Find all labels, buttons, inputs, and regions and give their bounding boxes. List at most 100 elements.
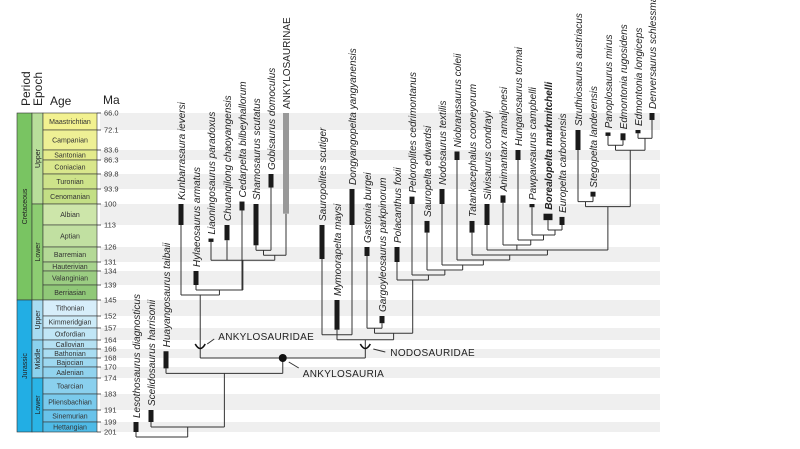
taxon-label: Peloroplites cedrimontanus xyxy=(408,72,419,193)
period-label: Jurassic xyxy=(22,353,29,379)
taxon-label: Panoplosaurus mirus xyxy=(604,34,615,128)
range-bar xyxy=(439,189,445,204)
ma-header: Ma xyxy=(103,93,120,107)
range-bar xyxy=(529,204,535,208)
age-label: Valanginian xyxy=(52,276,88,283)
age-label: Berriasian xyxy=(54,290,86,297)
taxon-label: Huayangosaurus taibaii xyxy=(162,242,173,347)
tick-label: 139 xyxy=(104,281,117,290)
tick-label: 201 xyxy=(104,428,117,437)
range-bar xyxy=(334,300,340,330)
tick-label: 152 xyxy=(104,312,117,321)
tick-label: 113 xyxy=(104,221,116,230)
range-bar xyxy=(319,225,325,259)
stem-arc-icon xyxy=(194,343,206,350)
taxon-label: Edmontonia longiceps xyxy=(634,28,645,126)
range-bar xyxy=(500,195,506,203)
age-label: Sinemurian xyxy=(52,414,88,421)
range-bar xyxy=(349,189,355,225)
taxon-label: Dongyangopelta yangyanensis xyxy=(348,48,359,185)
age-label: Oxfordian xyxy=(55,332,85,339)
taxon-label: Stegopelta landerensis xyxy=(589,86,600,188)
time-band xyxy=(100,174,660,189)
time-band xyxy=(100,349,660,358)
tick-label: 93.9 xyxy=(104,185,119,194)
tick-label: 170 xyxy=(104,363,117,372)
range-bar xyxy=(590,191,596,197)
range-bar xyxy=(379,316,385,324)
taxon-label: Hungarosaurus tormai xyxy=(514,46,525,146)
taxon-label: Gobisaurus domoculus xyxy=(267,68,278,170)
time-band xyxy=(100,300,660,316)
age-label: Toarcian xyxy=(57,384,84,391)
time-band xyxy=(100,367,660,378)
age-label: Santonian xyxy=(54,153,86,160)
tick-label: 164 xyxy=(104,336,117,345)
taxon-label: Struthiosaurus austriacus xyxy=(574,13,585,126)
range-bar xyxy=(424,220,430,233)
range-bar xyxy=(364,247,370,256)
taxon-label: Pawpawsaurus campbelli xyxy=(528,86,539,200)
age-header: Age xyxy=(50,94,72,108)
time-band xyxy=(100,247,660,262)
tick-label: 66.0 xyxy=(104,109,119,118)
age-cell xyxy=(42,421,98,433)
range-bar xyxy=(253,204,259,246)
tick-label: 83.6 xyxy=(104,146,119,155)
taxon-label: Cedarpelta bilbeyhallorum xyxy=(238,81,249,197)
taxon-label: Chuanqilong chaoyangensis xyxy=(223,95,234,221)
taxon-label: Silvisaurus condrayi xyxy=(483,110,494,200)
age-label: Bathonian xyxy=(54,351,86,358)
taxon-label: Hylaeosaurus armatus xyxy=(192,167,203,267)
taxon-label: Europelta carbonensis xyxy=(558,113,569,213)
taxon-label: Scelidosaurus harrisonii xyxy=(147,299,158,406)
epoch-label: Lower xyxy=(35,242,42,262)
taxon-label: ANKYLOSAURINAE xyxy=(282,17,293,109)
time-band xyxy=(100,328,660,340)
range-bar xyxy=(239,201,245,211)
time-band xyxy=(100,271,660,285)
tick-label: 174 xyxy=(104,374,117,383)
age-label: Bajocian xyxy=(57,360,84,367)
age-label: Cenomanian xyxy=(50,194,90,201)
range-bar xyxy=(283,113,289,214)
tick-label: 191 xyxy=(104,406,117,415)
range-bar xyxy=(515,150,521,160)
leader-line xyxy=(373,348,386,353)
range-bar xyxy=(543,213,553,221)
tick-label: 100 xyxy=(104,200,117,209)
taxon-label: Gargoyleosaurus parkpinorum xyxy=(378,177,389,312)
range-bar xyxy=(605,132,611,136)
time-band xyxy=(100,422,660,432)
time-band xyxy=(100,150,660,160)
tick-label: 166 xyxy=(104,345,117,354)
range-bar xyxy=(409,196,415,204)
epoch-label: Upper xyxy=(35,148,42,168)
clade-label: ANKYLOSAURIDAE xyxy=(218,332,314,343)
range-bar xyxy=(394,247,400,262)
taxon-label: Animantarx ramaljonesi xyxy=(499,86,510,192)
tick-label: 126 xyxy=(104,243,117,252)
taxon-label: Borealopelta markmitchelli xyxy=(544,82,555,210)
age-label: Albian xyxy=(60,212,80,219)
epoch-header: Epoch xyxy=(31,72,45,106)
age-label: Barremian xyxy=(54,252,86,259)
range-bar xyxy=(193,271,199,285)
tick-label: 86.3 xyxy=(104,156,119,165)
tick-label: 168 xyxy=(104,354,117,363)
age-label: Aalenian xyxy=(56,370,83,377)
range-bar xyxy=(133,422,139,432)
age-label: Coniacian xyxy=(54,165,85,172)
tick-label: 134 xyxy=(104,267,117,276)
range-bar xyxy=(635,130,641,134)
age-label: Tithonian xyxy=(56,306,85,313)
age-label: Hauterivian xyxy=(52,264,88,271)
range-bar xyxy=(649,113,655,120)
taxon-label: Niobrarasaurus coleii xyxy=(453,53,464,148)
age-label: Maastrichtian xyxy=(49,119,91,126)
age-label: Campanian xyxy=(52,138,88,145)
age-label: Pliensbachian xyxy=(48,400,92,407)
stem-arc-icon xyxy=(359,343,372,350)
